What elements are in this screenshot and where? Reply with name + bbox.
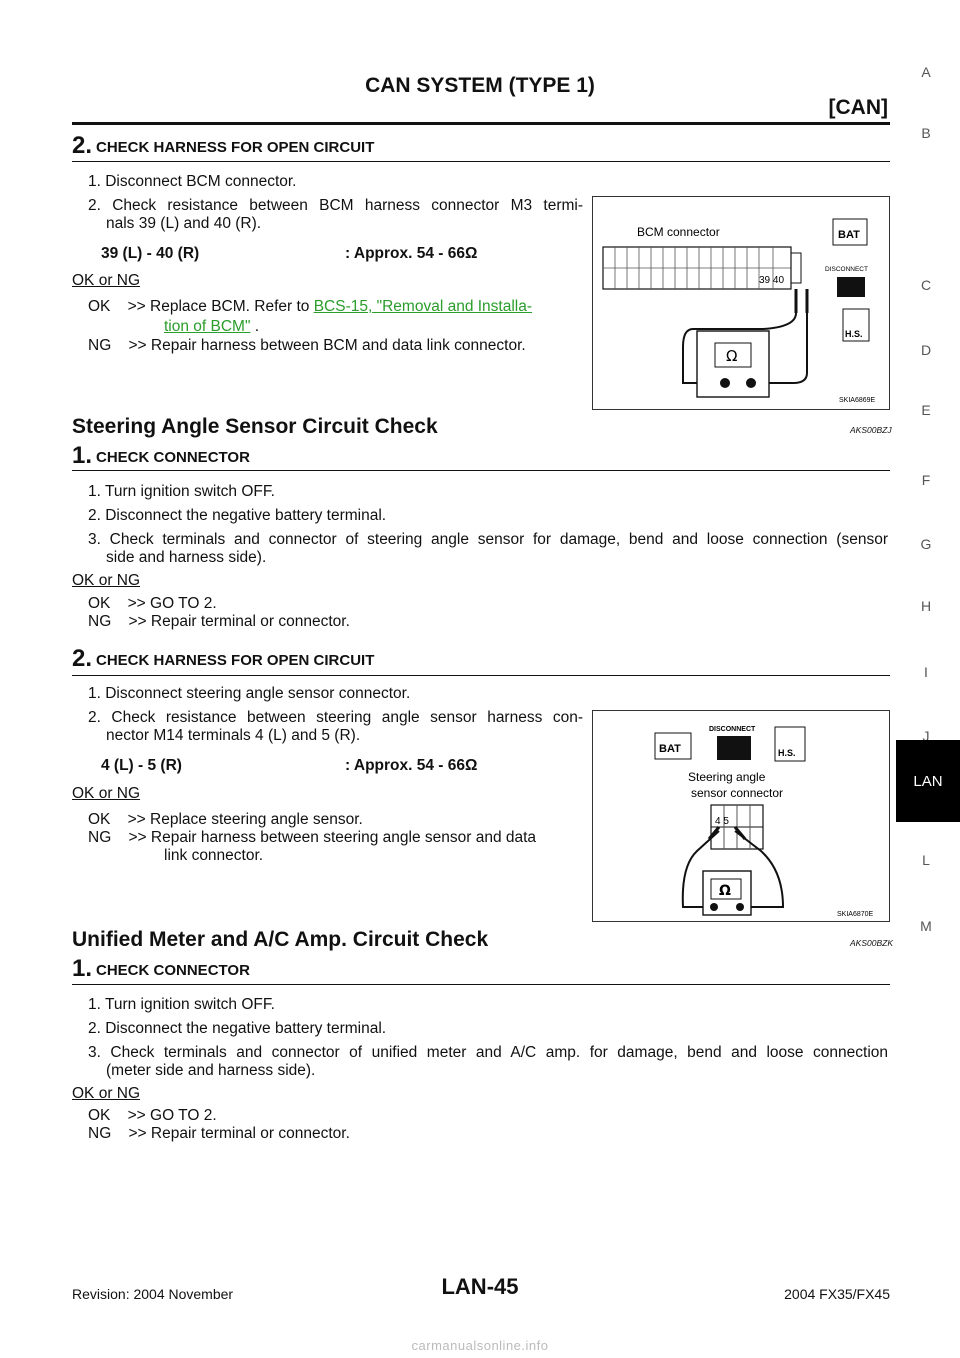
- steering-sensor-diagram: BAT DISCONNECT H.S. Steering angle senso…: [654, 726, 874, 918]
- side-index-m[interactable]: M: [920, 918, 932, 934]
- ohmmeter-icon: Ω: [719, 883, 731, 899]
- disconnect-label: DISCONNECT: [825, 266, 868, 273]
- ok-or-ng-label: OK or NG: [72, 1085, 141, 1102]
- side-index-a[interactable]: A: [921, 64, 931, 80]
- spec-terminals: 39 (L) - 40 (R): [101, 245, 200, 262]
- instruction: 2. Disconnect the negative battery termi…: [88, 1020, 387, 1037]
- ok-result: OK >> GO TO 2.: [88, 595, 217, 612]
- side-index-d[interactable]: D: [920, 342, 932, 358]
- hs-icon: H.S.: [778, 748, 796, 758]
- side-index-j[interactable]: J: [922, 728, 930, 744]
- instruction: 1. Turn ignition switch OFF.: [88, 996, 275, 1013]
- header-rule: [72, 122, 890, 125]
- battery-icon: BAT: [838, 229, 860, 241]
- ohmmeter-icon: Ω: [726, 347, 737, 365]
- step-heading: 1.CHECK CONNECTOR: [72, 955, 250, 982]
- ng-result: NG >> Repair harness between BCM and dat…: [88, 337, 526, 354]
- instruction: 2. Check resistance between BCM harness …: [88, 197, 583, 214]
- ng-result: NG >> Repair terminal or connector.: [88, 613, 350, 630]
- figure-code: SKIA6869E: [839, 397, 876, 404]
- ok-or-ng-label: OK or NG: [72, 272, 141, 289]
- step-heading: 2.CHECK HARNESS FOR OPEN CIRCUIT: [72, 645, 375, 672]
- step-rule: [72, 470, 890, 471]
- model-name: 2004 FX35/FX45: [784, 1286, 890, 1302]
- side-index-g[interactable]: G: [920, 536, 932, 552]
- sensor-label-line2: sensor connector: [691, 786, 783, 800]
- instruction: side and harness side).: [106, 549, 267, 566]
- page-title: CAN SYSTEM (TYPE 1): [365, 74, 595, 97]
- instruction: 3. Check terminals and connector of stee…: [88, 531, 888, 548]
- instruction: 1. Disconnect BCM connector.: [88, 173, 297, 190]
- revision-date: Revision: 2004 November: [72, 1286, 234, 1302]
- side-index-c[interactable]: C: [920, 277, 932, 293]
- ok-result: OK >> Replace BCM. Refer to BCS-15, "Rem…: [88, 298, 533, 315]
- ok-result: OK >> GO TO 2.: [88, 1107, 217, 1124]
- instruction: nals 39 (L) and 40 (R).: [106, 215, 262, 232]
- disconnect-icon: [837, 277, 865, 297]
- bcm-connector-diagram: BCM connector 39 40 Ω BAT DISCONNECT H.S…: [602, 218, 876, 404]
- instruction: 2. Check resistance between steering ang…: [88, 709, 583, 726]
- ng-result-cont: link connector.: [164, 847, 264, 864]
- sensor-label-line1: Steering angle: [688, 770, 766, 784]
- instruction: 1. Turn ignition switch OFF.: [88, 483, 275, 500]
- instruction: 1. Disconnect steering angle sensor conn…: [88, 685, 411, 702]
- bcs-15-link[interactable]: BCS-15, "Removal and Installa-: [313, 298, 533, 315]
- ok-result-cont: tion of BCM" .: [164, 318, 260, 335]
- step-rule: [72, 161, 890, 162]
- bcm-connector-figure: BCM connector 39 40 Ω BAT DISCONNECT H.S…: [592, 196, 890, 410]
- page-number: LAN-45: [441, 1274, 519, 1299]
- watermark: carmanualsonline.info: [411, 1338, 549, 1353]
- bcs-15-link-cont[interactable]: tion of BCM": [164, 318, 251, 335]
- step-rule: [72, 984, 890, 985]
- ng-result: NG >> Repair harness between steering an…: [88, 829, 537, 846]
- ok-or-ng-label: OK or NG: [72, 572, 141, 589]
- instruction: 2. Disconnect the negative battery termi…: [88, 507, 387, 524]
- instruction: (meter side and harness side).: [106, 1062, 316, 1079]
- spec-value: : Approx. 54 - 66Ω: [345, 757, 478, 774]
- spec-value: : Approx. 54 - 66Ω: [345, 245, 478, 262]
- side-index-f[interactable]: F: [921, 472, 931, 488]
- instruction: nector M14 terminals 4 (L) and 5 (R).: [106, 727, 361, 744]
- section-title: Unified Meter and A/C Amp. Circuit Check: [72, 928, 489, 951]
- side-index-i[interactable]: I: [924, 664, 928, 680]
- battery-icon: BAT: [659, 743, 681, 755]
- disconnect-label: DISCONNECT: [709, 726, 756, 733]
- side-index-b[interactable]: B: [921, 125, 931, 141]
- section-tag: [CAN]: [828, 96, 888, 119]
- side-index-e[interactable]: E: [921, 402, 931, 418]
- ok-result: OK >> Replace steering angle sensor.: [88, 811, 363, 828]
- figure-code: SKIA6870E: [837, 911, 874, 918]
- hs-icon: H.S.: [845, 329, 863, 339]
- ok-or-ng-label: OK or NG: [72, 785, 141, 802]
- disconnect-icon: [717, 736, 751, 760]
- instruction: 3. Check terminals and connector of unif…: [88, 1044, 888, 1061]
- step-heading: 2.CHECK HARNESS FOR OPEN CIRCUIT: [72, 132, 375, 159]
- side-index-h[interactable]: H: [920, 598, 932, 614]
- bcm-connector-label: BCM connector: [637, 225, 720, 239]
- section-code: AKS00BZJ: [850, 425, 892, 435]
- section-code: AKS00BZK: [850, 938, 893, 948]
- section-title: Steering Angle Sensor Circuit Check: [72, 415, 438, 438]
- pin-numbers: 4 5: [715, 816, 729, 827]
- ng-result: NG >> Repair terminal or connector.: [88, 1125, 350, 1142]
- side-index-l[interactable]: L: [922, 852, 930, 868]
- step-heading: 1.CHECK CONNECTOR: [72, 442, 250, 469]
- side-index-lan[interactable]: LAN: [896, 740, 960, 822]
- pin-numbers: 39 40: [759, 275, 784, 286]
- spec-terminals: 4 (L) - 5 (R): [101, 757, 182, 774]
- steering-sensor-figure: BAT DISCONNECT H.S. Steering angle senso…: [592, 710, 890, 922]
- step-rule: [72, 675, 890, 676]
